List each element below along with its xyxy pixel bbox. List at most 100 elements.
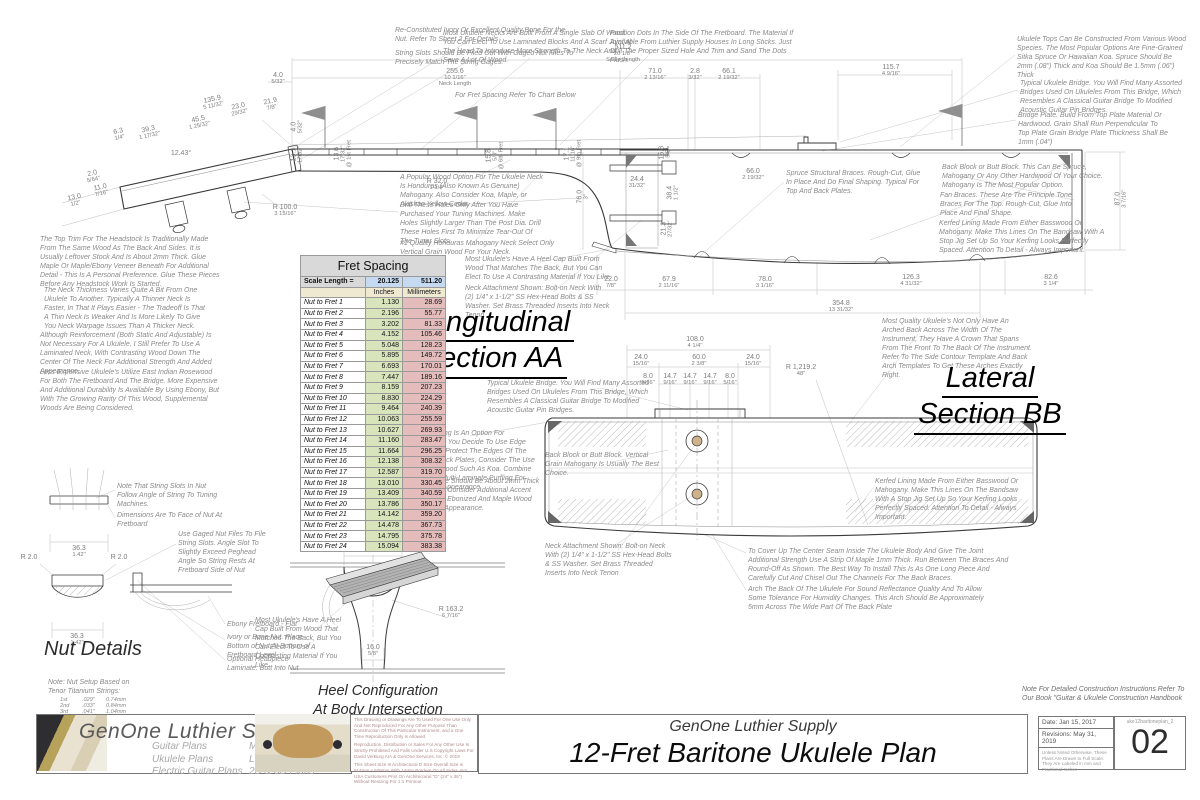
fret-row: Nut to Fret 5 5.048 128.23 bbox=[300, 339, 446, 352]
fret-row: Nut to Fret 9 8.159 207.23 bbox=[300, 381, 446, 394]
note-kerfed-lining-2: Kerfed Lining Made From Either Basswood … bbox=[875, 478, 1019, 521]
fret-row: Nut to Fret 8 7.447 189.16 bbox=[300, 371, 446, 383]
note-edge-binding: Edge Binding Is An Option For Ukulele's.… bbox=[410, 430, 535, 491]
fret-row: Nut to Fret 24 15.094 383.38 bbox=[300, 540, 446, 553]
fret-table-title: Fret Spacing bbox=[300, 255, 446, 277]
fret-row: Nut to Fret 20 13.786 350.17 bbox=[300, 498, 446, 511]
fret-row: Nut to Fret 10 8.830 224.29 bbox=[300, 392, 446, 405]
note-headstock-nut: Re-Constituted Ivory Or Excellent Qualit… bbox=[395, 27, 566, 43]
scale-length-label: Scale Length = bbox=[300, 276, 366, 288]
col-header-inches: Inches bbox=[365, 286, 403, 299]
dim: R 2.0 bbox=[110, 554, 128, 561]
fret-row: Nut to Fret 1 1.130 28.69 bbox=[300, 297, 446, 309]
construction-note: Note For Detailed Construction Instructi… bbox=[1022, 686, 1185, 703]
file-id: uke12baritoneplan_2 bbox=[1126, 719, 1174, 725]
date-block: Date: Jan 15, 2017 Revisions: May 31, 20… bbox=[1038, 716, 1114, 772]
note-binding-size: Binding Size Should Be About 2mm Thick x… bbox=[410, 478, 540, 512]
note-position-dots: Position Dots In The Side Of The Fretboa… bbox=[610, 30, 794, 64]
note-strings: Note That String Slots In Nut Follow Ang… bbox=[117, 483, 218, 508]
fret-row: Nut to Fret 15 11.664 296.25 bbox=[300, 445, 446, 458]
fret-rows: Nut to Fret 1 1.130 28.69 Nut to Fret 2 … bbox=[300, 297, 446, 553]
legal-block: This Drawing or Drawings Are To Used For… bbox=[350, 714, 478, 784]
footer-photo-right bbox=[255, 714, 350, 772]
note-heel-cap: Most Ukulele's Have A Heel Cap Built Fro… bbox=[465, 256, 612, 281]
sheet-number-block: uke12baritoneplan_2 02 bbox=[1114, 716, 1186, 770]
label-nut-details: Nut Details bbox=[44, 638, 142, 660]
legal-paragraph: This Drawing or Drawings Are To Used For… bbox=[354, 717, 472, 740]
note-dims-face: Dimensions Are To Face of Nut At Fretboa… bbox=[117, 512, 223, 528]
fret-row: Nut to Fret 3 3.202 81.33 bbox=[300, 318, 446, 330]
note-neck-attach: Neck Attachment Shown: Bolt-on Neck With… bbox=[465, 285, 610, 319]
gauge-row: 1st.029"0.74mm bbox=[60, 697, 127, 703]
note-tops: Ukulele Tops Can Be Constructed From Var… bbox=[1017, 36, 1187, 79]
fret-row: Nut to Fret 12 10.063 255.59 bbox=[300, 413, 446, 426]
photo-clamp bbox=[263, 740, 272, 749]
nut-details-drawing bbox=[49, 467, 439, 629]
note-string-slots: String Slots Should Be Filed Out With Ga… bbox=[395, 50, 574, 66]
longitudinal-section-drawing bbox=[119, 104, 1083, 265]
leader-lines bbox=[95, 39, 1075, 661]
plan-item: Guitar Plans bbox=[152, 741, 208, 752]
note-headpiece: Optional Headpiece Laminate. Butt Into N… bbox=[227, 656, 299, 672]
fret-row: Nut to Fret 19 13.409 340.59 bbox=[300, 487, 446, 500]
legal-paragraph: Reproduction, Distribution or Sales For … bbox=[354, 742, 474, 759]
note-neck-attach-2: Neck Attachment Shown: Bolt-on Neck With… bbox=[545, 543, 672, 577]
note-kerfed-lining: Kerfed Lining Made From Either Basswood … bbox=[939, 220, 1105, 254]
note-heel-cap-2: Most Ukulele's Have A Heel Cap Built Fro… bbox=[255, 617, 342, 669]
note-nut-setup: Note: Nut Setup Based on Tenor Titanium … bbox=[48, 679, 130, 695]
fret-row: Nut to Fret 13 10.627 269.93 bbox=[300, 424, 446, 436]
photo-ukulele-body bbox=[273, 724, 333, 758]
fret-row: Nut to Fret 14 11.160 283.47 bbox=[300, 434, 446, 447]
fret-row: Nut to Fret 6 5.895 149.72 bbox=[300, 350, 446, 362]
note-quality-neck: #1 Quality Honduras Mahogany Neck Select… bbox=[400, 240, 555, 256]
note-neck-slab: Most Ukulele Necks Are Built From A Sing… bbox=[443, 30, 632, 64]
date-field: Date: Jan 15, 2017 bbox=[1039, 717, 1113, 729]
fret-row: Nut to Fret 21 14.142 359.20 bbox=[300, 509, 446, 521]
note-ivory: Ivory or Bone Nut. Place Bottom of Nut A… bbox=[227, 634, 310, 659]
note-neck-thickness: The Neck Thickness Varies Quite A Bit Fr… bbox=[44, 287, 205, 330]
note-typical-bridge: Typical Ukulele Bridge. You Will Find Ma… bbox=[1020, 80, 1183, 114]
fret-row: Nut to Fret 4 4.152 105.46 bbox=[300, 328, 446, 341]
photo-clamp bbox=[333, 740, 342, 749]
company-name: GenOne Luthier Supply bbox=[669, 718, 837, 735]
scale-note: Unless Noted Otherwise, These Plans Are … bbox=[1042, 750, 1107, 773]
note-back-block-lateral: Back Block or Butt Block. Vertical Grain… bbox=[545, 452, 659, 477]
fret-row: Nut to Fret 17 12.587 319.70 bbox=[300, 466, 446, 479]
fret-row: Nut to Fret 23 14.795 375.78 bbox=[300, 530, 446, 542]
fret-row: Nut to Fret 22 14.478 367.73 bbox=[300, 519, 446, 532]
col-header-mm: Millimeters bbox=[402, 286, 446, 299]
note-ebony: Ebony Fretboard - Flat bbox=[227, 621, 298, 628]
title-block: GenOne Luthier Supply 12-Fret Baritone U… bbox=[478, 714, 1028, 774]
note-rosewood: Less Expensive Ukulele's Utilize East In… bbox=[40, 369, 219, 412]
note-spruce-braces: Spruce Structural Braces. Rough-Cut, Glu… bbox=[786, 170, 921, 195]
